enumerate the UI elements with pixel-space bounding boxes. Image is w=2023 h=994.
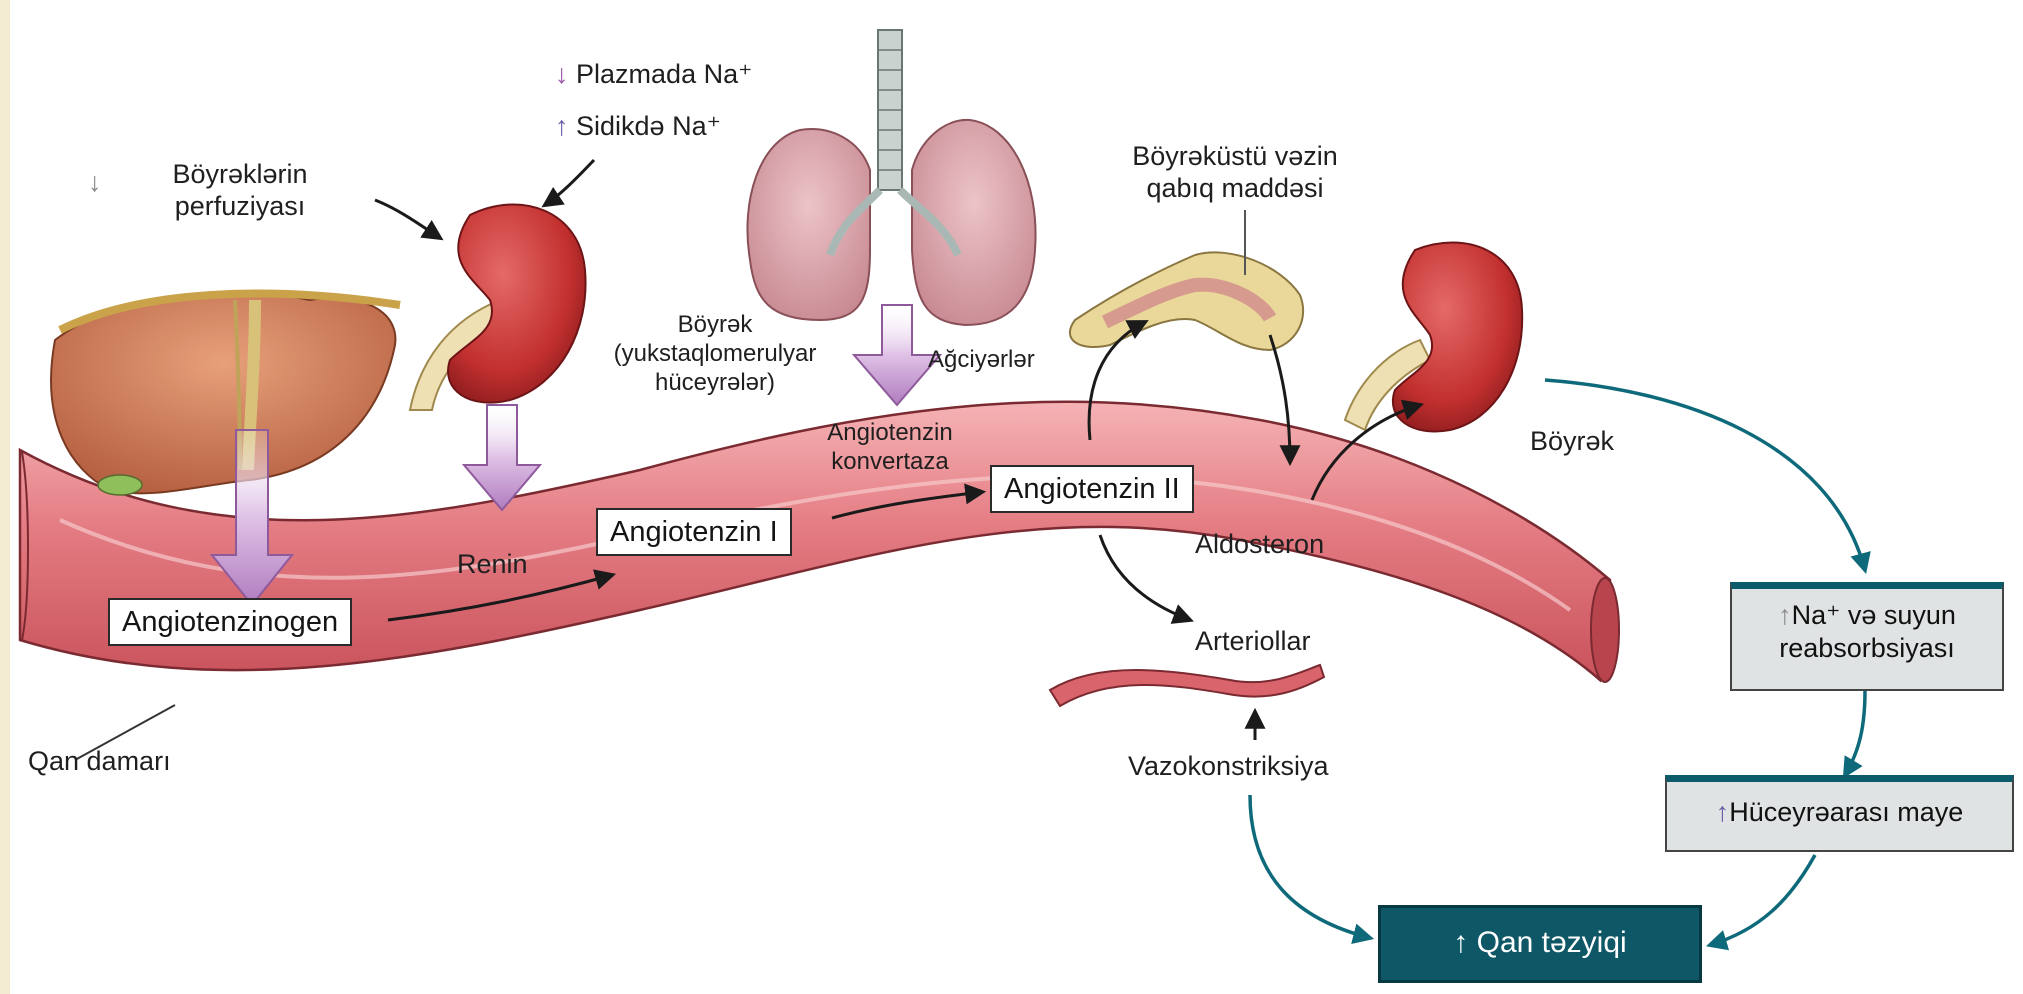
perfusion-arrow: ↓	[88, 166, 102, 198]
arterioles-label: Arteriollar	[1195, 625, 1311, 657]
interstitial-fluid-box: ↑Hüceyrəarası maye	[1665, 775, 2014, 852]
up-arrow-icon: ↑	[1778, 600, 1792, 630]
reabsorption-line2: reabsorbsiyası	[1732, 632, 2002, 665]
up-arrow-icon: ↑	[555, 111, 569, 141]
lungs-label: Ağciyərlər	[928, 345, 1035, 374]
ace-label: Angiotenzin konvertaza	[800, 418, 980, 476]
perfusion-line2: perfuziyası	[140, 190, 340, 222]
reabsorption-line1: ↑Na⁺ və suyun	[1732, 599, 2002, 632]
perfusion-line1: Böyrəklərin	[140, 158, 340, 190]
plasma-na-label: ↓ Plazmada Na⁺	[555, 58, 752, 90]
adrenal-gland-graphic	[1070, 252, 1303, 350]
kidney-right-label: Böyrək	[1530, 425, 1614, 457]
blood-vessel-label: Qan damarı	[28, 745, 171, 777]
liver-graphic	[51, 293, 400, 495]
angiotensin2-box: Angiotenzin II	[990, 465, 1194, 513]
kidney-right-graphic	[1345, 243, 1522, 432]
angiotensinogen-box: Angiotenzinogen	[108, 598, 352, 646]
reabsorption-box: ↑Na⁺ və suyun reabsorbsiyası	[1730, 582, 2004, 691]
adrenal-cortex-label: Böyrəküstü vəzin qabıq maddəsi	[1090, 140, 1380, 204]
arteriole-graphic	[1050, 665, 1324, 706]
blood-pressure-box: ↑ Qan təzyiqi	[1378, 905, 1702, 983]
up-arrow-icon: ↑	[1716, 797, 1730, 827]
up-arrow-icon: ↑	[1453, 926, 1468, 959]
aldosterone-label: Aldosteron	[1195, 528, 1324, 560]
vasoconstriction-label: Vazokonstriksiya	[1128, 750, 1329, 782]
renin-label: Renin	[457, 548, 528, 580]
angiotensin1-box: Angiotenzin I	[596, 508, 792, 556]
down-arrow-icon: ↓	[555, 59, 569, 89]
urine-na-label: ↑ Sidikdə Na⁺	[555, 110, 721, 142]
juxtaglomerular-label: Böyrək (yukstaqlomerulyar hüceyrələr)	[575, 310, 855, 397]
left-border-strip	[0, 0, 10, 994]
perfusion-label: Böyrəklərin perfuziyası	[140, 158, 340, 222]
lungs-graphic	[747, 30, 1035, 325]
